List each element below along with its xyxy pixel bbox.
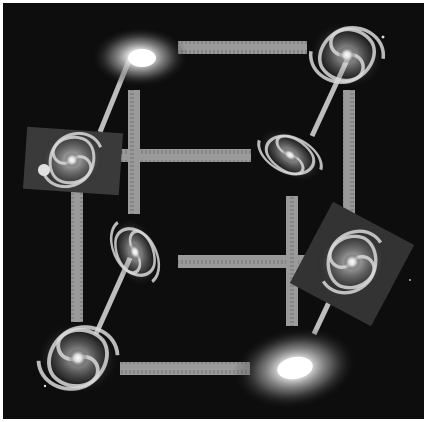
star [44, 385, 46, 387]
star [409, 279, 411, 281]
ruler-bottom [120, 362, 250, 375]
ruler-left-front [71, 192, 83, 322]
ruler-upper-middle [121, 149, 251, 162]
galaxy-top-left [92, 27, 188, 87]
galaxy-mid-left [23, 126, 123, 195]
ruler-left-back [128, 90, 140, 214]
ruler-right-front [286, 196, 298, 326]
star [382, 36, 385, 39]
ruler-top [178, 41, 307, 54]
ruler-right-back [343, 90, 355, 214]
